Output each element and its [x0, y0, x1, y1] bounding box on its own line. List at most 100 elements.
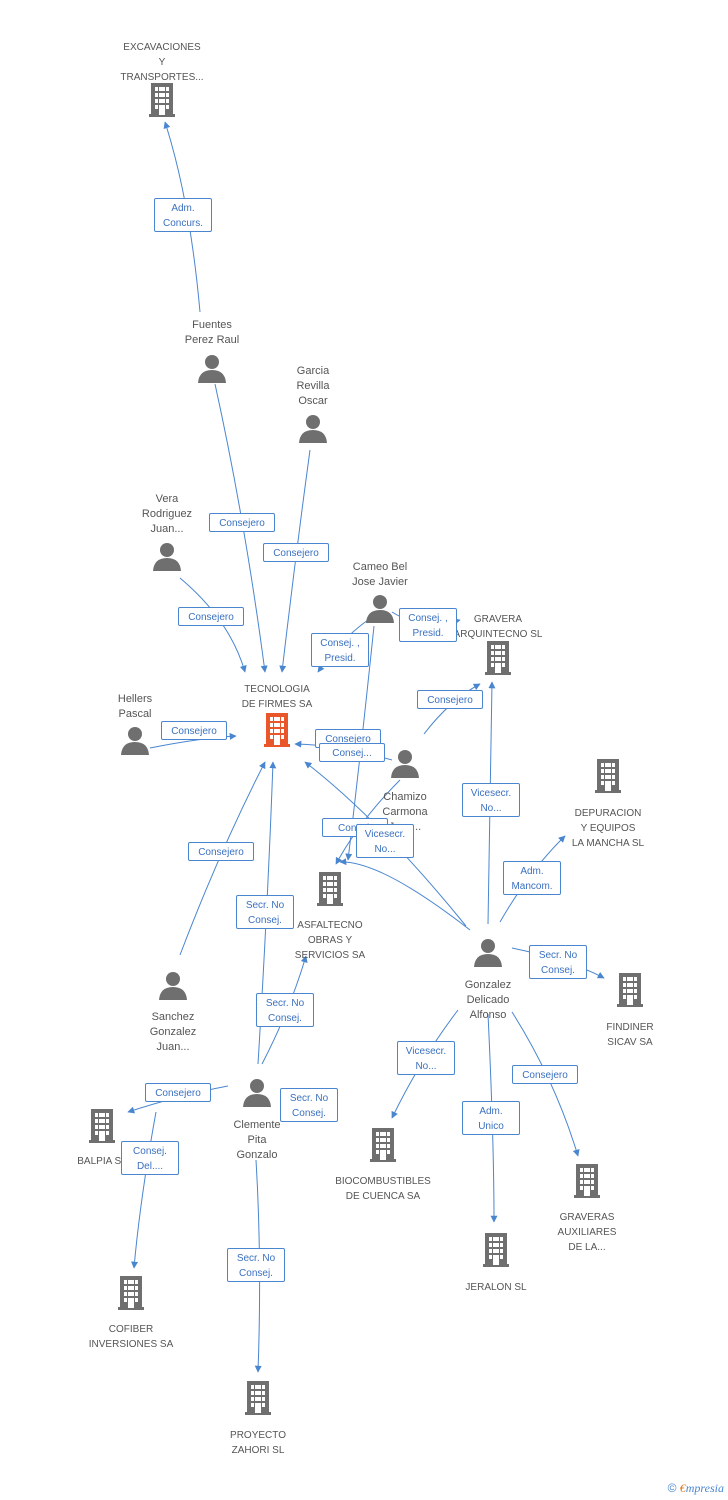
edge-label[interactable]: Consejero — [417, 689, 483, 709]
node-label-jeralon[interactable]: JERALON SL — [436, 1280, 556, 1295]
company-icon[interactable] — [370, 1128, 396, 1167]
edge-label[interactable]: Adm.Unico — [462, 1101, 520, 1135]
edge-label[interactable]: Consejero — [161, 720, 227, 740]
edge-label-line: Consej. — [268, 1013, 302, 1024]
edge-label-line: Consej. — [292, 1108, 326, 1119]
company-icon[interactable] — [245, 1381, 271, 1420]
edge-label[interactable]: Consej... — [319, 742, 385, 762]
node-label-line: DE LA... — [568, 1242, 606, 1253]
edge-label[interactable]: Consej. Del.... — [121, 1141, 179, 1175]
node-label-line: Sanchez — [151, 1011, 195, 1023]
edge-label[interactable]: Consej. ,Presid. — [399, 608, 457, 642]
person-icon[interactable] — [298, 413, 328, 448]
person-icon[interactable] — [473, 937, 503, 972]
edge-label[interactable]: Adm.Concurs. — [154, 198, 212, 232]
node-label-line: Oscar — [298, 395, 328, 407]
node-label-line: OBRAS Y — [307, 935, 353, 946]
edge-gonzalez-asfaltecno — [339, 858, 471, 931]
company-icon[interactable] — [485, 641, 511, 680]
node-label-line: Carmona — [382, 806, 428, 818]
company-icon[interactable] — [118, 1276, 144, 1315]
company-icon[interactable] — [483, 1233, 509, 1272]
company-icon[interactable] — [149, 83, 175, 122]
edge-label-line: Vicesecr. — [470, 788, 512, 799]
edge-label[interactable]: Consejero — [209, 512, 275, 532]
edge-label-line: Unico — [478, 1121, 504, 1132]
node-label-line: Pascal — [118, 708, 152, 720]
company-icon[interactable] — [574, 1164, 600, 1203]
company-icon[interactable] — [595, 759, 621, 798]
edge-label-line: Consej. , — [408, 613, 448, 624]
company-icon[interactable] — [317, 872, 343, 911]
edge-label[interactable]: Vicesecr.No... — [397, 1041, 455, 1075]
node-label-line: Jose Javier — [352, 576, 408, 588]
node-label-balpia[interactable]: BALPIA SL — [42, 1154, 162, 1169]
edge-gonzalez-graveras — [511, 1011, 580, 1157]
node-label-line: SICAV SA — [607, 1037, 653, 1048]
edge-label[interactable]: Consej. ,Presid. — [311, 633, 369, 667]
company-icon[interactable] — [89, 1109, 115, 1148]
person-icon[interactable] — [390, 748, 420, 783]
node-label-line: Fuentes — [192, 319, 232, 331]
node-label-line: Garcia — [296, 365, 330, 377]
node-label-line: COFIBER — [108, 1324, 154, 1335]
edge-label[interactable]: Vicesecr.No... — [356, 824, 414, 858]
node-label-line: Gonzalo — [236, 1149, 278, 1161]
edge-label-line: Consejero — [219, 517, 265, 529]
edge-clemente-cofiber — [131, 1111, 157, 1269]
person-icon[interactable] — [365, 593, 395, 628]
node-label-line: Y EQUIPOS — [580, 823, 636, 834]
person-icon[interactable] — [158, 970, 188, 1005]
edge-hellers-tecnologia — [149, 732, 237, 749]
node-label-line: ASFALTECNO — [297, 920, 363, 931]
edge-label[interactable]: Consejero — [188, 841, 254, 861]
person-icon[interactable] — [152, 541, 182, 576]
edge-label-line: Del.... — [136, 1161, 164, 1172]
edge-label[interactable]: Consejero — [512, 1064, 578, 1084]
edge-label[interactable]: Vicesecr.No... — [462, 783, 520, 817]
node-label-line: Delicado — [466, 994, 510, 1006]
person-icon[interactable] — [120, 725, 150, 760]
edge-label[interactable]: Consejero — [178, 606, 244, 626]
edge-label-line: Consejero — [155, 1087, 201, 1099]
node-label-line: Perez Raul — [184, 334, 240, 346]
node-label-line: Cameo Bel — [352, 561, 408, 573]
person-icon[interactable] — [197, 353, 227, 388]
edge-label[interactable]: Consejero — [263, 542, 329, 562]
edge-label[interactable]: Consejero — [145, 1082, 211, 1102]
focus-company-icon[interactable] — [264, 713, 290, 752]
edge-label-line: Consej. — [133, 1146, 167, 1157]
edge-label-line: Consejero — [171, 725, 217, 737]
person-icon[interactable] — [242, 1077, 272, 1112]
edge-label-line: Consejero — [427, 694, 473, 706]
node-label-line: DE FIRMES SA — [241, 699, 313, 710]
node-label-line: Juan... — [150, 523, 184, 535]
node-label-line: ZAHORI SL — [231, 1445, 285, 1456]
edge-label-line: Consejero — [522, 1069, 568, 1081]
company-icon[interactable] — [617, 973, 643, 1012]
edge-label[interactable]: Adm.Mancom. — [503, 861, 561, 895]
